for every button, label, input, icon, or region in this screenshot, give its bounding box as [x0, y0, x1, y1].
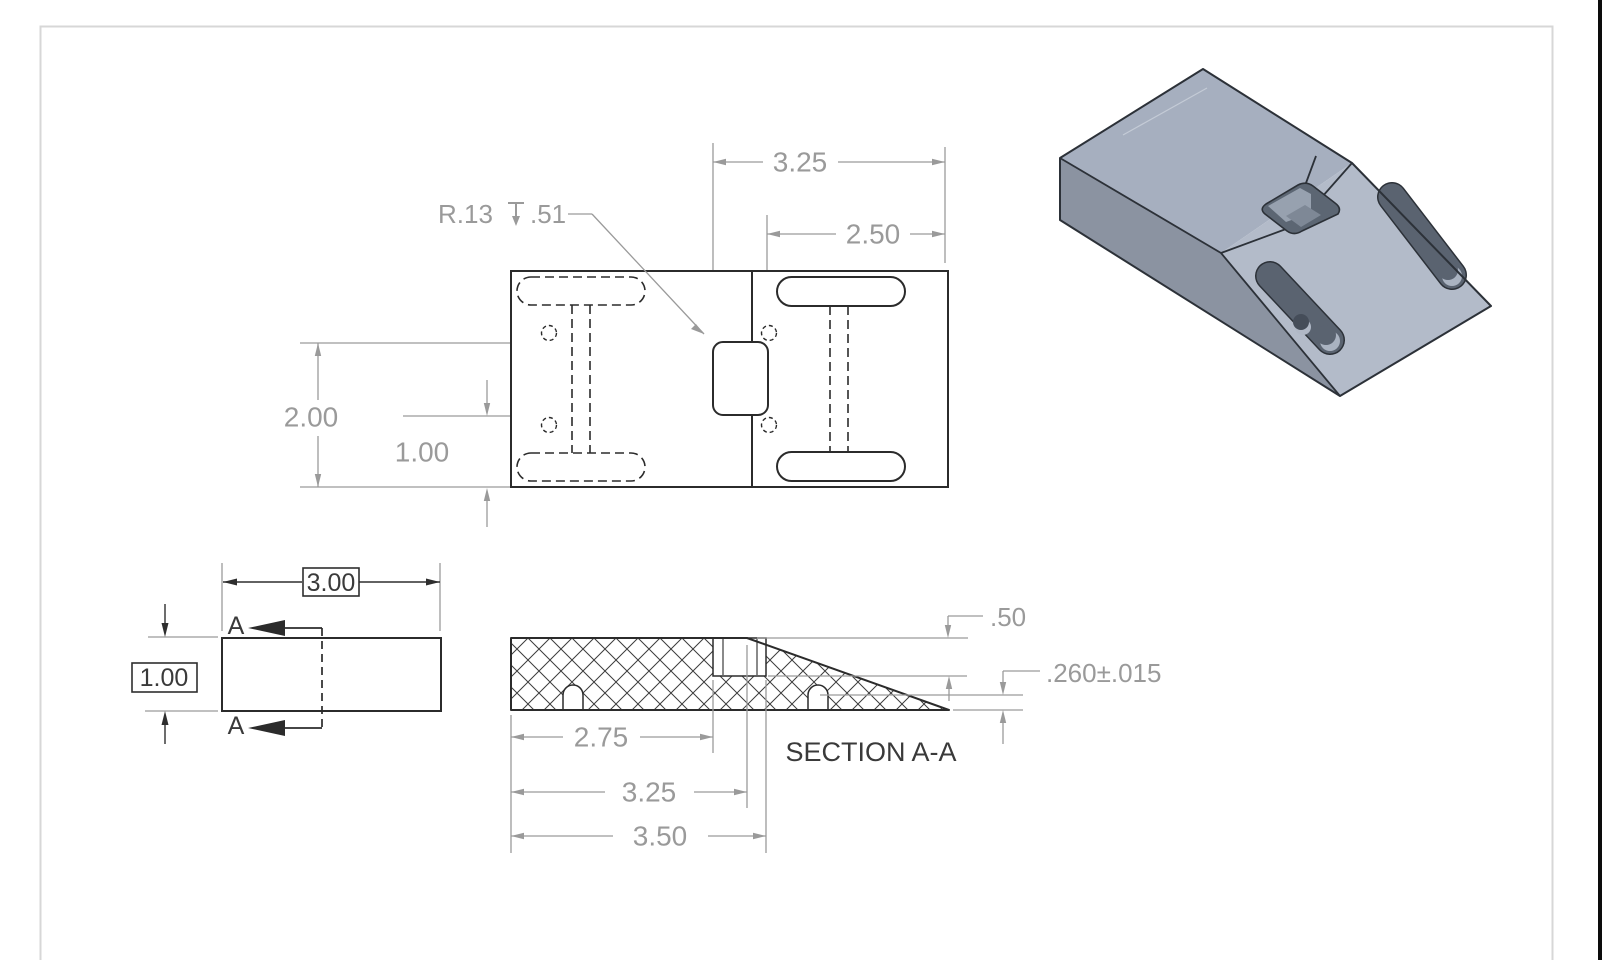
dim-side-1-00[interactable]: 1.00 — [131, 604, 198, 744]
dim-side-3-00[interactable]: 3.00 — [223, 567, 440, 597]
section-letter-top: A — [228, 612, 245, 640]
top-view-geometry[interactable] — [510, 270, 949, 488]
dim-side-1-00-value[interactable]: 1.00 — [140, 664, 189, 692]
side-view-extension-lines — [145, 563, 441, 712]
iso-highlight-line — [1122, 87, 1208, 136]
dim-section-2-75[interactable]: 2.75 — [511, 722, 713, 753]
side-view[interactable]: 3.00 1.00 A A — [131, 563, 442, 744]
iso-silhouette — [1059, 68, 1492, 397]
dim-section-3-50[interactable]: 3.50 — [511, 821, 766, 852]
pocket-note[interactable]: R.13 .51 — [438, 199, 705, 335]
dim-section-260-value[interactable]: .260±.015 — [1046, 658, 1161, 688]
iso-left-face — [1060, 158, 1340, 396]
section-letter-bottom: A — [228, 712, 245, 740]
dim-top-3-25-value[interactable]: 3.25 — [773, 147, 828, 178]
section-pocket-notch — [712, 637, 767, 677]
dim-side-3-00-value[interactable]: 3.00 — [307, 569, 356, 597]
sheet-border — [39, 25, 1554, 960]
isometric-view[interactable] — [1059, 68, 1492, 397]
section-view-label: SECTION A-A — [785, 737, 956, 767]
iso-edges — [1059, 155, 1353, 397]
dim-top-2-00-value[interactable]: 2.00 — [284, 402, 339, 433]
pocket-note-depth[interactable]: .51 — [530, 199, 566, 229]
dim-section-260[interactable]: .260±.015 — [999, 658, 1162, 744]
leader-arrow-icon — [691, 324, 704, 334]
section-view[interactable]: 2.75 3.25 3.50 — [510, 602, 1162, 853]
dim-top-2-50-value[interactable]: 2.50 — [846, 219, 901, 250]
window-edge-strip — [1598, 0, 1602, 960]
pocket-note-leader — [568, 213, 705, 335]
dim-section-3-50-value[interactable]: 3.50 — [633, 821, 688, 852]
dim-section-50-value[interactable]: .50 — [990, 602, 1026, 632]
dim-top-1-00-value[interactable]: 1.00 — [395, 437, 450, 468]
dim-section-50[interactable]: .50 — [944, 602, 1026, 701]
dim-top-3-25[interactable]: 3.25 — [713, 147, 945, 178]
dim-section-3-25-value[interactable]: 3.25 — [622, 777, 677, 808]
pocket-outline[interactable] — [712, 341, 769, 416]
hidden-slot-lines — [516, 276, 849, 482]
section-hole-left — [562, 684, 584, 710]
section-cut-line[interactable]: A A — [228, 612, 323, 740]
depth-symbol-arrow — [512, 216, 520, 226]
hidden-hole-circles — [540, 324, 778, 434]
section-outline[interactable] — [510, 637, 950, 711]
section-extension-lines — [510, 637, 1023, 853]
dim-section-3-25[interactable]: 3.25 — [511, 777, 747, 808]
iso-slot-left — [1255, 261, 1345, 355]
side-view-outline[interactable] — [221, 637, 442, 712]
dim-top-2-00[interactable]: 2.00 — [284, 343, 339, 487]
section-arrow-top-icon — [248, 620, 285, 636]
dim-top-2-50[interactable]: 2.50 — [767, 219, 945, 250]
dim-section-2-75-value[interactable]: 2.75 — [574, 722, 629, 753]
depth-symbol-icon — [508, 202, 524, 218]
section-arrow-bottom-icon — [248, 720, 285, 736]
pocket-note-radius[interactable]: R.13 — [438, 199, 493, 229]
top-view[interactable]: 3.25 2.50 2.00 — [284, 143, 949, 527]
iso-pocket — [1261, 182, 1341, 235]
section-hole-right — [807, 684, 829, 710]
dim-top-1-00[interactable]: 1.00 — [395, 380, 491, 527]
